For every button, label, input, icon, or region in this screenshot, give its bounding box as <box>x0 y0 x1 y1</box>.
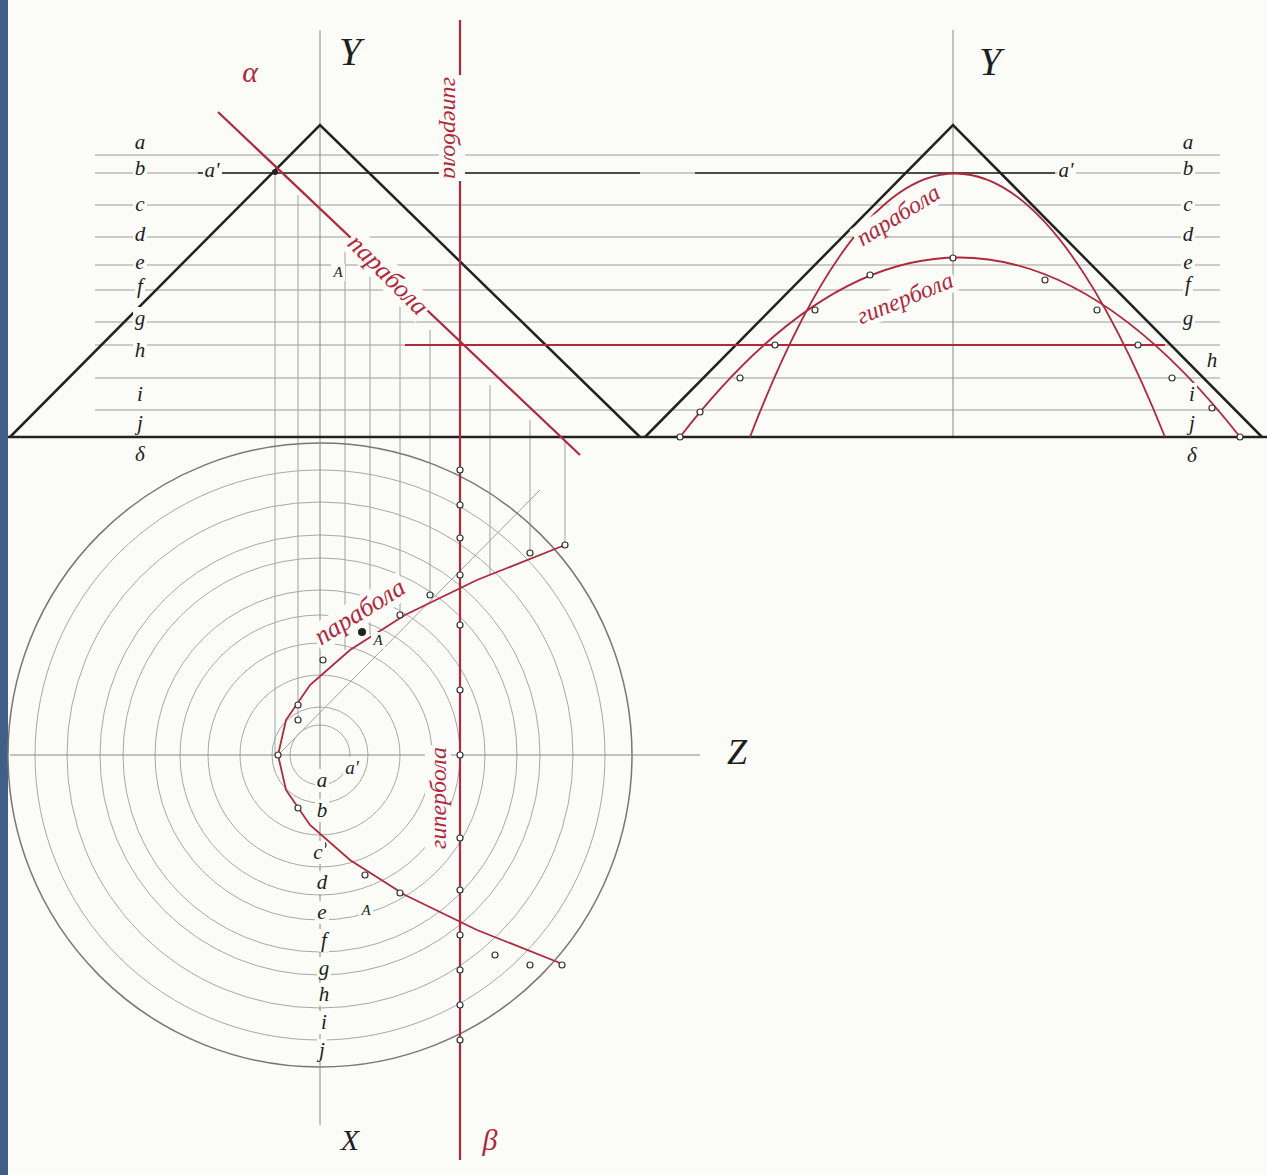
drawing-label: b <box>1181 157 1196 180</box>
drawing-label: гипербола <box>851 266 959 330</box>
drawing-label: e <box>315 901 328 924</box>
drawing-label: i <box>319 1011 329 1034</box>
drawing-label: e <box>133 251 146 274</box>
drawing-label: h <box>317 983 332 1006</box>
drawing-label: g <box>1181 307 1196 330</box>
edge-strip <box>0 0 8 1175</box>
drawing-label: g <box>317 957 332 980</box>
drawing-label: d <box>133 223 148 246</box>
drawing-label: a <box>1181 131 1196 154</box>
drawing-label: e <box>1181 251 1194 274</box>
drawing-label: b <box>315 799 330 822</box>
drawing-label: j <box>317 1039 327 1062</box>
section-curves <box>218 20 1240 1160</box>
drawing-label: β <box>481 1124 500 1156</box>
drawing-label: c <box>1181 193 1194 216</box>
drawing-label: j <box>1187 412 1197 435</box>
drawing-label: Z <box>725 733 749 771</box>
cone-outlines <box>8 125 1267 437</box>
drawing-label: c <box>311 841 324 864</box>
drawing-label: δ <box>133 443 147 466</box>
drawing-label: f <box>1183 273 1193 296</box>
drawing-label: a' <box>343 757 361 778</box>
drawing-label: c <box>133 193 146 216</box>
drawing-label: X <box>339 1124 361 1156</box>
drawing-label: d <box>315 871 330 894</box>
drawing-label: α <box>240 56 260 88</box>
drawing-label: b <box>133 157 148 180</box>
drawing-label: h <box>1205 349 1220 372</box>
drawing-label: A <box>359 902 372 919</box>
drawing-label: h <box>133 339 148 362</box>
level-lines <box>95 155 1220 410</box>
drawing-label: Y <box>977 41 1003 83</box>
drawing-label: a' <box>203 159 222 182</box>
drawing-label: g <box>133 307 148 330</box>
axes <box>10 30 953 1125</box>
drawing-label: i <box>135 383 145 406</box>
drawing-label: Y <box>337 31 363 73</box>
drawing-label: a <box>133 131 148 154</box>
drawing-label: a <box>315 769 330 792</box>
drawing-label: парабола <box>341 228 436 323</box>
drawing-label: δ <box>1185 444 1199 467</box>
drawing-label: парабола <box>850 178 947 252</box>
drawing-label: j <box>135 412 145 435</box>
drawing-label: A <box>371 632 384 649</box>
drawing-label: i <box>1187 383 1197 406</box>
drawing-label: парабола <box>308 572 413 652</box>
drawing-label: f <box>135 275 145 298</box>
drawing-label: гипербола <box>439 75 465 181</box>
drawing-label: A <box>331 264 344 281</box>
construction-points <box>275 255 1243 1043</box>
drawing-label: d <box>1181 223 1196 246</box>
drawing-label: a' <box>1057 159 1076 182</box>
drawing-label: гипербола <box>425 745 451 851</box>
drawing-label: f <box>319 929 329 952</box>
